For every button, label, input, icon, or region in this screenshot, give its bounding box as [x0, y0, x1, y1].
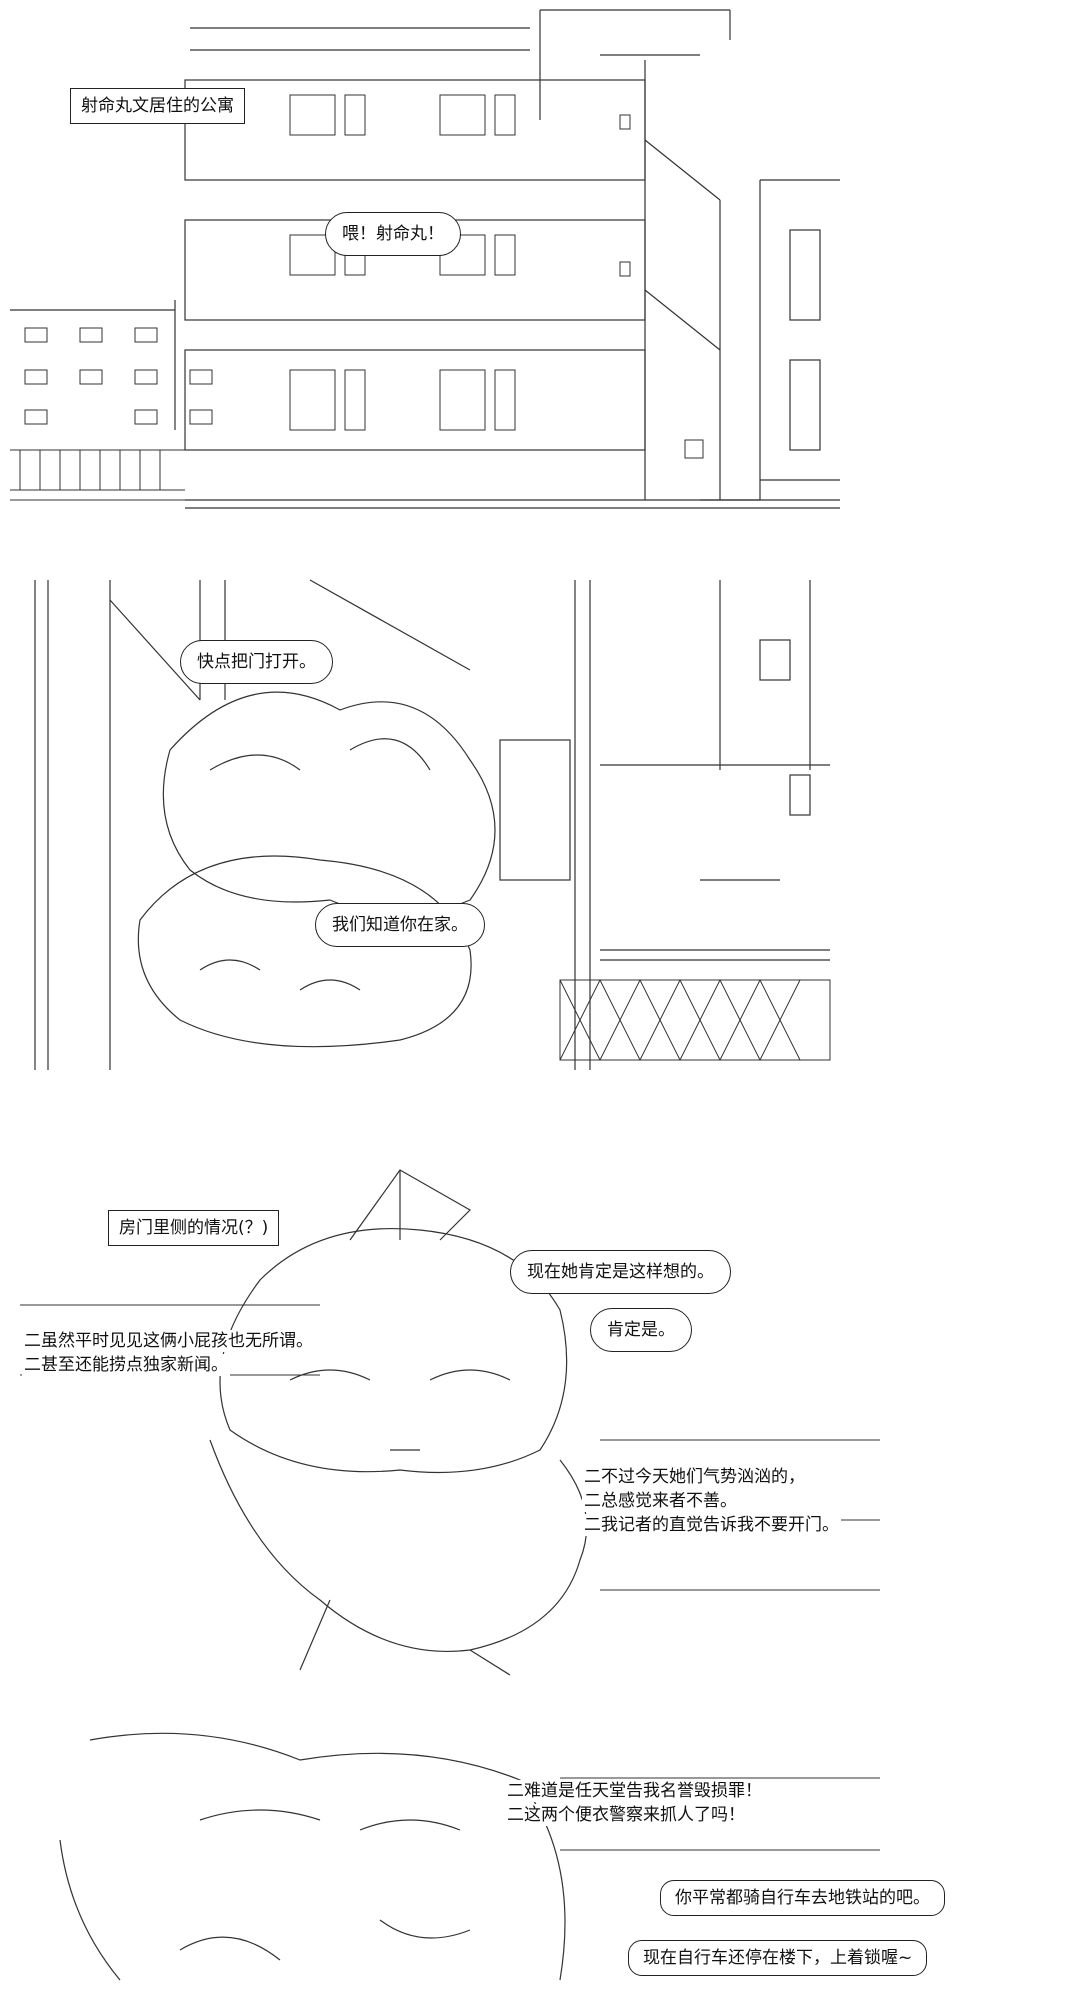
thought-bubble-certainly: 肯定是。 — [590, 1308, 692, 1352]
monologue-line: 二难道是任天堂告我名誉毁损罪！ — [505, 1780, 764, 1802]
speech-bubble-bicycle: 你平常都骑自行车去地铁站的吧。 — [660, 1880, 945, 1916]
speech-bubble-bike-locked: 现在自行车还停在楼下，上着锁喔~ — [628, 1940, 928, 1976]
panel-door-knock: 快点把门打开。 我们知道你在家。 — [0, 570, 1080, 1090]
panel-inside-door: 房门里侧的情况(？) 现在她肯定是这样想的。 肯定是。 二虽然平时见见这俩小屁孩… — [0, 1130, 1080, 1690]
monologue-line: 二虽然平时见见这俩小屁孩也无所谓。 — [22, 1330, 315, 1352]
monologue-line: 二这两个便衣警察来抓人了吗！ — [505, 1804, 747, 1826]
two-girls-at-door-art — [0, 570, 1080, 1090]
panic-monologue: 二难道是任天堂告我名誉毁损罪！ 二这两个便衣警察来抓人了吗！ — [505, 1780, 764, 1828]
location-caption: 射命丸文居住的公寓 — [70, 88, 245, 124]
inner-monologue-left: 二虽然平时见见这俩小屁孩也无所谓。 二甚至还能捞点独家新闻。 — [22, 1330, 315, 1378]
monologue-line: 二甚至还能捞点独家新闻。 — [22, 1354, 230, 1376]
speech-bubble-know-home: 我们知道你在家。 — [315, 903, 485, 947]
aya-panic-art — [0, 1720, 1080, 2000]
monologue-line: 二我记者的直觉告诉我不要开门。 — [582, 1514, 841, 1536]
aya-inside-art — [0, 1130, 1080, 1690]
apartment-building-art — [0, 0, 1080, 520]
panel-apartment: 射命丸文居住的公寓 喂！射命丸！ — [0, 0, 1080, 520]
inner-monologue-right: 二不过今天她们气势汹汹的， 二总感觉来者不善。 二我记者的直觉告诉我不要开门。 — [582, 1466, 841, 1538]
monologue-line: 二不过今天她们气势汹汹的， — [582, 1466, 807, 1488]
speech-bubble-hey: 喂！射命丸！ — [325, 212, 461, 256]
thought-bubble-she-thinks: 现在她肯定是这样想的。 — [510, 1250, 731, 1294]
inside-caption: 房门里侧的情况(？) — [108, 1210, 280, 1246]
panel-panic: 二难道是任天堂告我名誉毁损罪！ 二这两个便衣警察来抓人了吗！ 你平常都骑自行车去… — [0, 1720, 1080, 2000]
monologue-line: 二总感觉来者不善。 — [582, 1490, 739, 1512]
speech-bubble-open-door: 快点把门打开。 — [180, 640, 333, 684]
